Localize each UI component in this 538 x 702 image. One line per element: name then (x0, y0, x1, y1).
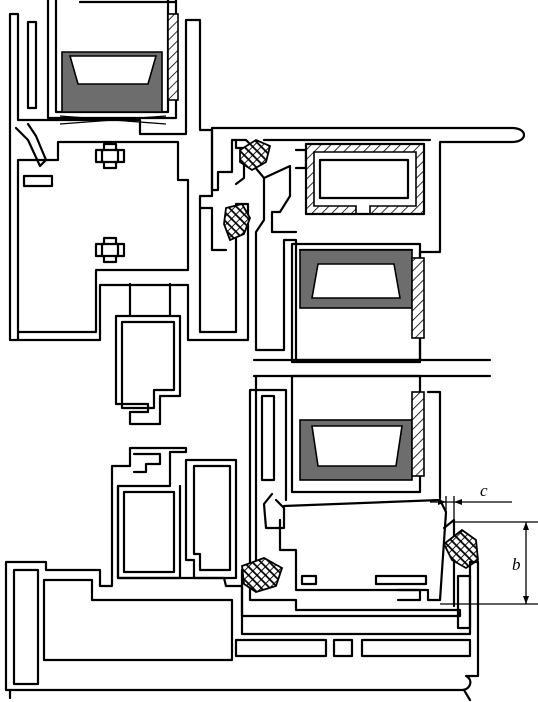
gasket-upper-1 (239, 138, 272, 172)
gasket-upper-2 (223, 202, 251, 242)
upper-glass-spacer-top (59, 51, 167, 125)
dimension-b-label: b (512, 555, 521, 574)
steel-reinforcement-left (114, 282, 182, 426)
dimension-b: b (440, 521, 538, 605)
lower-left-sill-profile (4, 446, 480, 702)
gasket-lower-left (241, 557, 284, 593)
upper-right-hollow-spacer (304, 142, 426, 216)
dimension-c: c (430, 481, 512, 520)
right-glass-unit (252, 242, 492, 500)
gasket-lower-right (442, 528, 479, 570)
screw-channel-lower (94, 236, 126, 264)
dimension-c-label: c (480, 481, 488, 500)
screw-channel-upper (94, 142, 126, 170)
upper-left-sash-profile (8, 0, 250, 342)
